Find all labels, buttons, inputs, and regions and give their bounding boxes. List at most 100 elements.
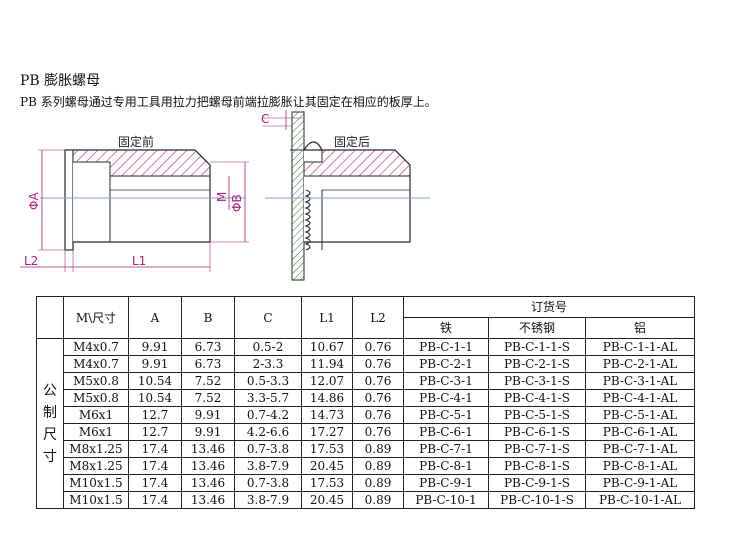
header-a: A bbox=[128, 296, 182, 339]
table-cell: 0.7-3.8 bbox=[234, 440, 302, 458]
flange bbox=[64, 149, 74, 251]
header-b: B bbox=[181, 296, 235, 339]
table-cell: 13.46 bbox=[181, 474, 235, 492]
table-cell: 0.5-2 bbox=[234, 338, 302, 356]
table-cell: 0.7-3.8 bbox=[234, 474, 302, 492]
table-cell: 0.7-4.2 bbox=[234, 406, 302, 424]
panel-sheet bbox=[291, 111, 305, 281]
table-cell: 17.4 bbox=[128, 474, 182, 492]
table-cell: 12.7 bbox=[128, 406, 182, 424]
table-cell: 0.89 bbox=[352, 491, 404, 509]
table-cell: PB-C-10-1-AL bbox=[585, 491, 695, 509]
table-cell: PB-C-4-1-AL bbox=[585, 389, 695, 407]
table-cell: 9.91 bbox=[128, 338, 182, 356]
dim-l1: L1 bbox=[132, 254, 146, 268]
header-l1: L1 bbox=[301, 296, 353, 339]
before-label: 固定前 bbox=[118, 134, 154, 149]
table-cell: PB-C-7-1-S bbox=[488, 440, 586, 458]
table-cell: M4x0.7 bbox=[63, 355, 129, 373]
table-cell: 9.91 bbox=[128, 355, 182, 373]
table-cell: PB-C-7-1-AL bbox=[585, 440, 695, 458]
table-cell: 13.46 bbox=[181, 457, 235, 475]
table-cell: 0.76 bbox=[352, 389, 404, 407]
table-cell: 9.91 bbox=[181, 406, 235, 424]
header-aluminum: 铝 bbox=[585, 317, 695, 339]
table-cell: 0.89 bbox=[352, 440, 404, 458]
dim-c: C bbox=[261, 112, 269, 126]
table-cell: PB-C-1-1-AL bbox=[585, 338, 695, 356]
table-cell: 6.73 bbox=[181, 338, 235, 356]
header-iron: 铁 bbox=[403, 317, 489, 339]
side-label-char: 尺 bbox=[43, 426, 57, 443]
table-cell: 9.91 bbox=[181, 423, 235, 441]
side-label: 公制尺寸 bbox=[36, 338, 64, 509]
table-cell: PB-C-3-1-S bbox=[488, 372, 586, 390]
table-cell: PB-C-6-1 bbox=[403, 423, 489, 441]
table-cell: M10x1.5 bbox=[63, 474, 129, 492]
table-cell: 12.7 bbox=[128, 423, 182, 441]
table-cell: M8x1.25 bbox=[63, 457, 129, 475]
page-title: PB 膨胀螺母 bbox=[20, 73, 101, 89]
table-cell: 7.52 bbox=[181, 372, 235, 390]
nut-after-view: 固定后 C bbox=[261, 110, 430, 281]
table-cell: 0.76 bbox=[352, 406, 404, 424]
table-cell: PB-C-9-1-AL bbox=[585, 474, 695, 492]
table-cell: PB-C-5-1-AL bbox=[585, 406, 695, 424]
header-l2: L2 bbox=[352, 296, 404, 339]
table-cell: 2-3.3 bbox=[234, 355, 302, 373]
table-cell: 13.46 bbox=[181, 491, 235, 509]
table-cell: 14.73 bbox=[301, 406, 353, 424]
table-cell: 17.4 bbox=[128, 440, 182, 458]
table-cell: M8x1.25 bbox=[63, 440, 129, 458]
after-label: 固定后 bbox=[334, 134, 370, 149]
table-cell: M5x0.8 bbox=[63, 389, 129, 407]
section-hatch-installed bbox=[303, 149, 411, 177]
table-cell: M10x1.5 bbox=[63, 491, 129, 509]
side-label-char: 寸 bbox=[43, 448, 57, 465]
table-cell: PB-C-5-1-S bbox=[488, 406, 586, 424]
table-cell: PB-C-4-1 bbox=[403, 389, 489, 407]
side-label-char: 公 bbox=[43, 382, 57, 399]
table-cell: 11.94 bbox=[301, 355, 353, 373]
product-description: PB 系列螺母通过专用工具用拉力把螺母前端拉膨胀让其固定在相应的板厚上。 bbox=[20, 95, 437, 109]
table-cell: PB-C-4-1-S bbox=[488, 389, 586, 407]
table-cell: PB-C-1-1-S bbox=[488, 338, 586, 356]
table-cell: PB-C-9-1 bbox=[403, 474, 489, 492]
table-cell: PB-C-8-1-AL bbox=[585, 457, 695, 475]
thread bbox=[304, 189, 311, 251]
dim-m: M bbox=[215, 192, 229, 202]
table-cell: 20.45 bbox=[301, 491, 353, 509]
table-cell: M6x1 bbox=[63, 406, 129, 424]
table-cell: PB-C-6-1-AL bbox=[585, 423, 695, 441]
dim-l2: L2 bbox=[24, 254, 38, 268]
side-label-char: 制 bbox=[43, 404, 57, 421]
table-cell: PB-C-9-1-S bbox=[488, 474, 586, 492]
table-cell: 0.76 bbox=[352, 355, 404, 373]
table-cell: PB-C-2-1-AL bbox=[585, 355, 695, 373]
table-cell: 0.89 bbox=[352, 474, 404, 492]
table-cell: PB-C-10-1-S bbox=[488, 491, 586, 509]
table-cell: PB-C-6-1-S bbox=[488, 423, 586, 441]
table-cell: 3.8-7.9 bbox=[234, 491, 302, 509]
table-cell: PB-C-2-1-S bbox=[488, 355, 586, 373]
table-cell: PB-C-2-1 bbox=[403, 355, 489, 373]
table-cell: 7.52 bbox=[181, 389, 235, 407]
header-order-number: 订货号 bbox=[403, 296, 695, 318]
table-cell: 17.4 bbox=[128, 457, 182, 475]
table-cell: PB-C-7-1 bbox=[403, 440, 489, 458]
header-stainless: 不锈钢 bbox=[488, 317, 586, 339]
table-cell: 10.54 bbox=[128, 372, 182, 390]
table-cell: 17.4 bbox=[128, 491, 182, 509]
header-size: M\尺寸 bbox=[63, 296, 129, 339]
table-cell: M5x0.8 bbox=[63, 372, 129, 390]
